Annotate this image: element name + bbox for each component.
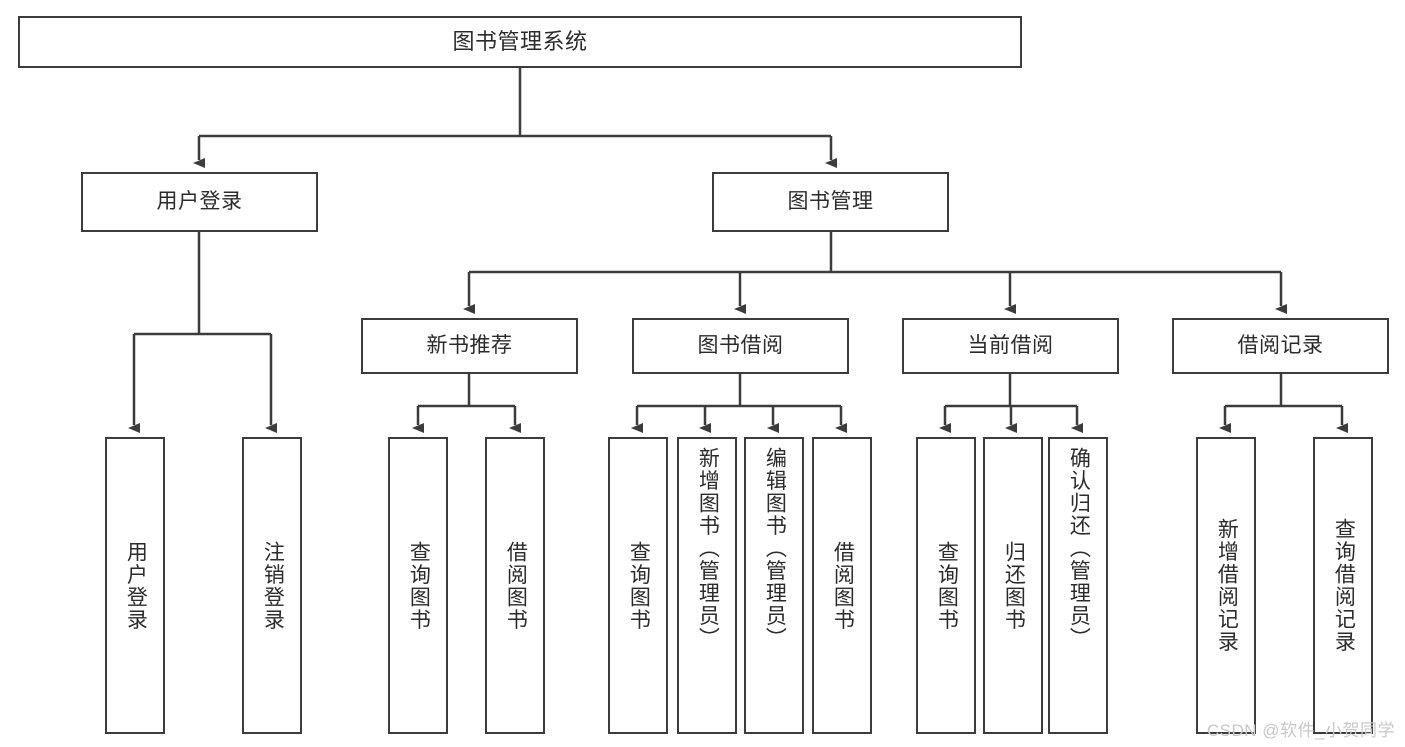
node-leaf-confirm-return[interactable]: 确认归还（管理员） (1048, 437, 1108, 734)
watermark-text: CSDN @软件_小贺同学 (1206, 721, 1395, 740)
node-leaf-add-record-label: 新增借阅记录 (1215, 518, 1239, 653)
node-leaf-return-book[interactable]: 归还图书 (983, 437, 1043, 734)
node-leaf-confirm-return-label: 确认归还（管理员） (1067, 447, 1091, 650)
node-leaf-borrow-book-2-label: 借阅图书 (831, 540, 855, 631)
node-book-borrow-label: 图书借阅 (697, 333, 784, 357)
node-root[interactable]: 图书管理系统 (18, 16, 1022, 68)
node-leaf-return-book-label: 归还图书 (1002, 540, 1026, 631)
node-leaf-query-book-2-label: 查询图书 (627, 540, 651, 631)
node-book-manage[interactable]: 图书管理 (712, 172, 949, 232)
node-borrow-record[interactable]: 借阅记录 (1172, 318, 1389, 374)
node-leaf-borrow-book-2[interactable]: 借阅图书 (812, 437, 872, 734)
node-new-book-recommend[interactable]: 新书推荐 (361, 318, 578, 374)
node-current-borrow[interactable]: 当前借阅 (902, 318, 1119, 374)
node-user-login[interactable]: 用户登录 (81, 172, 318, 232)
node-leaf-query-book-1-label: 查询图书 (407, 540, 431, 631)
node-root-label: 图书管理系统 (452, 29, 588, 55)
node-leaf-user-login[interactable]: 用户登录 (105, 437, 165, 734)
node-book-borrow[interactable]: 图书借阅 (632, 318, 849, 374)
node-leaf-query-book-1[interactable]: 查询图书 (388, 437, 448, 734)
node-book-manage-label: 图书管理 (787, 189, 874, 213)
node-borrow-record-label: 借阅记录 (1237, 333, 1324, 357)
node-new-book-recommend-label: 新书推荐 (426, 333, 513, 357)
node-leaf-add-book-label: 新增图书（管理员） (696, 447, 720, 650)
node-leaf-logout[interactable]: 注销登录 (242, 437, 302, 734)
node-current-borrow-label: 当前借阅 (967, 333, 1054, 357)
node-leaf-user-login-label: 用户登录 (124, 540, 148, 631)
node-leaf-query-record[interactable]: 查询借阅记录 (1313, 437, 1373, 734)
node-leaf-query-book-3-label: 查询图书 (935, 540, 959, 631)
node-leaf-query-book-3[interactable]: 查询图书 (916, 437, 976, 734)
node-leaf-edit-book[interactable]: 编辑图书（管理员） (744, 437, 804, 734)
node-leaf-query-book-2[interactable]: 查询图书 (608, 437, 668, 734)
node-leaf-borrow-book-1-label: 借阅图书 (504, 540, 528, 631)
node-user-login-label: 用户登录 (156, 189, 243, 213)
node-leaf-add-book[interactable]: 新增图书（管理员） (677, 437, 737, 734)
node-leaf-borrow-book-1[interactable]: 借阅图书 (485, 437, 545, 734)
node-leaf-edit-book-label: 编辑图书（管理员） (763, 447, 787, 650)
node-leaf-add-record[interactable]: 新增借阅记录 (1196, 437, 1256, 734)
node-leaf-logout-label: 注销登录 (261, 540, 285, 631)
node-leaf-query-record-label: 查询借阅记录 (1332, 518, 1356, 653)
